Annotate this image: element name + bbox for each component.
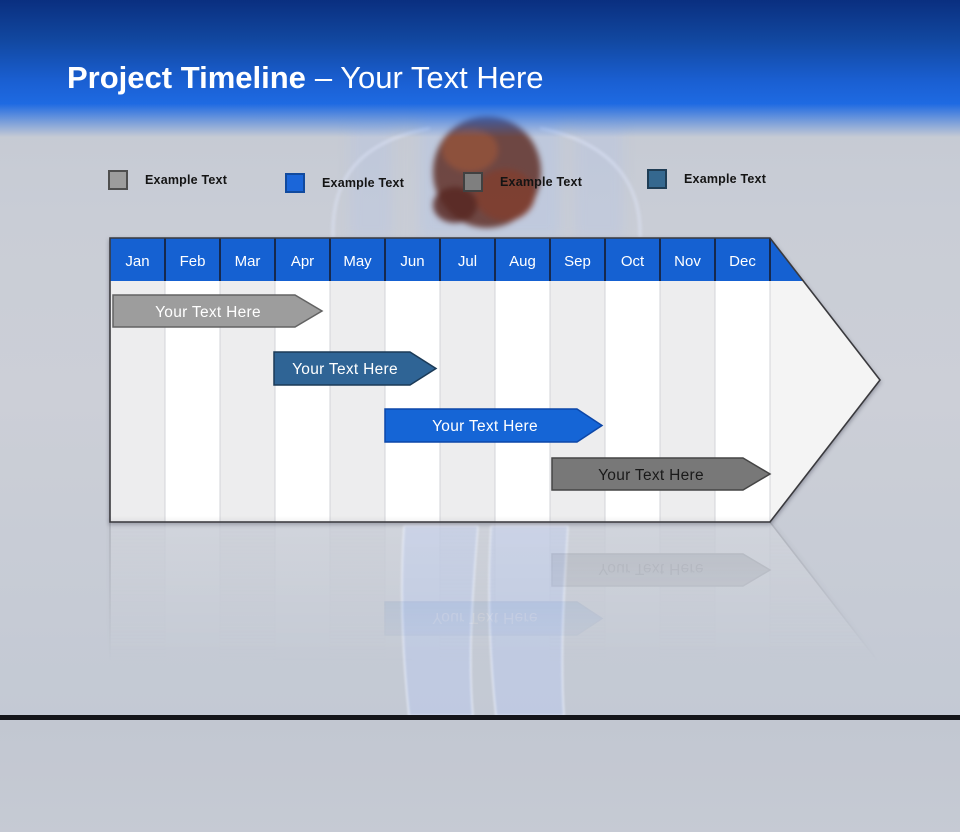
legend-label: Example Text bbox=[145, 173, 228, 187]
gantt-bar-3[interactable]: Your Text Here bbox=[384, 408, 604, 443]
legend-item[interactable]: Example Text bbox=[108, 169, 227, 191]
gantt-bar-label[interactable]: Your Text Here bbox=[292, 361, 398, 378]
gantt-bar-4[interactable]: Your Text Here bbox=[551, 457, 772, 491]
month-cell-mar[interactable]: Mar bbox=[235, 253, 261, 270]
legend-label: Example Text bbox=[322, 176, 405, 190]
month-cell-jul[interactable]: Jul bbox=[458, 253, 477, 270]
gantt-bar-label[interactable]: Your Text Here bbox=[598, 467, 704, 484]
header-divider-lines bbox=[164, 238, 771, 281]
legend-label: Example Text bbox=[500, 175, 583, 189]
month-cell-sep[interactable]: Sep bbox=[564, 253, 591, 270]
month-header-row: Jan Feb Mar Apr May Jun Jul Aug Sep Oct … bbox=[110, 238, 803, 281]
month-cell-dec[interactable]: Dec bbox=[729, 253, 756, 270]
legend-item[interactable]: Example Text bbox=[647, 168, 766, 190]
month-cell-feb[interactable]: Feb bbox=[180, 253, 206, 270]
month-cell-aug[interactable]: Aug bbox=[509, 253, 536, 270]
timeline-arrow-border bbox=[109, 237, 882, 523]
month-cell-may[interactable]: May bbox=[343, 253, 372, 270]
month-cell-jan[interactable]: Jan bbox=[125, 253, 149, 270]
gantt-bar-label[interactable]: Your Text Here bbox=[155, 304, 261, 321]
legend-swatch-steelblue[interactable] bbox=[647, 169, 667, 189]
month-cell-oct[interactable]: Oct bbox=[621, 253, 645, 270]
timeline-graphic: Jan Feb Mar Apr May Jun Jul Aug Sep Oct … bbox=[105, 237, 882, 832]
month-cell-apr[interactable]: Apr bbox=[291, 253, 314, 270]
legend-swatch-blue[interactable] bbox=[285, 173, 305, 193]
bottom-strip bbox=[0, 715, 960, 720]
title-banner: Project Timeline– Your Text Here bbox=[0, 0, 960, 140]
title-primary[interactable]: Project Timeline bbox=[67, 60, 306, 95]
month-cell-nov[interactable]: Nov bbox=[674, 253, 701, 270]
gantt-bar-2[interactable]: Your Text Here bbox=[273, 351, 438, 386]
month-header-band[interactable] bbox=[110, 238, 803, 281]
month-cell-jun[interactable]: Jun bbox=[400, 253, 424, 270]
gantt-bar-1[interactable]: Your Text Here bbox=[112, 294, 324, 328]
legend-label: Example Text bbox=[684, 172, 767, 186]
legend-item[interactable]: Example Text bbox=[463, 171, 582, 193]
legend-swatch-darkgray[interactable] bbox=[463, 172, 483, 192]
page-title[interactable]: Project Timeline– Your Text Here bbox=[67, 58, 544, 98]
timeline-reflection bbox=[110, 522, 880, 806]
legend-swatch-gray[interactable] bbox=[108, 170, 128, 190]
legend-item[interactable]: Example Text bbox=[285, 172, 404, 194]
gantt-bar-label[interactable]: Your Text Here bbox=[432, 418, 538, 435]
gantt-bars: Your Text Here Your Text Here Your Text … bbox=[112, 294, 772, 491]
title-secondary[interactable]: – Your Text Here bbox=[314, 60, 544, 95]
